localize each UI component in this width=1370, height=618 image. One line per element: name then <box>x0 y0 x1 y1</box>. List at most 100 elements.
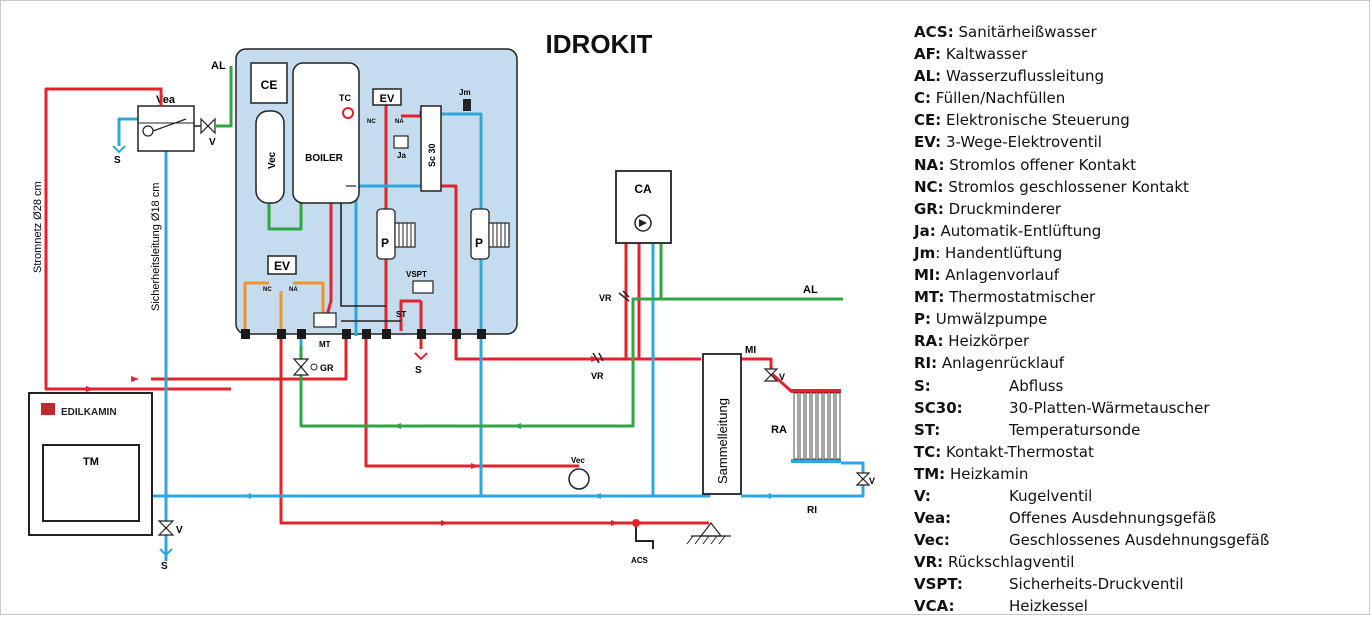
v-valve-ri <box>855 472 871 486</box>
stromnetz-label: Stromnetz Ø28 cm <box>32 181 44 273</box>
legend-code: CE: <box>914 111 942 130</box>
legend-code: TM: <box>914 464 946 483</box>
legend-item: V:Kugelventil <box>914 485 1364 507</box>
pump-left <box>376 208 416 260</box>
ce-box <box>250 62 288 104</box>
legend-item: S:Abfluss <box>914 375 1364 397</box>
legend-item: Vec:Geschlossenes Ausdehnungsgefäß <box>914 529 1364 551</box>
hot-pipe-internal-4 <box>441 184 458 336</box>
s-drain-panel: S <box>415 365 422 376</box>
mi-label: MI <box>745 345 756 356</box>
legend-description: 3-Wege-Elektroventil <box>945 133 1102 152</box>
legend-description: Automatik-Entlüftung <box>940 221 1102 240</box>
legend-code: Ja: <box>914 221 936 240</box>
legend-description: Kontakt-Thermostat <box>946 442 1094 461</box>
legend-code: MT: <box>914 288 945 307</box>
green-pipe-gr <box>299 311 635 428</box>
legend-description: Geschlossenes Ausdehnungsgefäß <box>1009 531 1270 550</box>
legend-description: 30-Platten-Wärmetauscher <box>1009 398 1210 417</box>
legend-description: Anlagenvorlauf <box>945 266 1060 285</box>
legend-code: AF: <box>914 45 942 64</box>
legend-code: NA: <box>914 155 945 174</box>
mt-mixer <box>313 312 337 328</box>
vr-valve-lower <box>592 352 604 364</box>
legend-item: EV: 3-Wege-Elektroventil <box>914 131 1364 153</box>
ev-valve-lower <box>267 255 297 275</box>
edilkamin-logo-icon <box>41 403 55 415</box>
ev-lower-label: EV <box>274 259 290 273</box>
legend-code: RA: <box>914 332 944 351</box>
sicherheitsleitung-label: Sicherheitsleitung Ø18 cm <box>150 183 162 311</box>
ev-top-label: EV <box>380 93 395 105</box>
v-valve-mi <box>763 368 779 382</box>
legend-item: NA: Stromlos offener Kontakt <box>914 154 1364 176</box>
legend-item: MT: Thermostatmischer <box>914 286 1364 308</box>
legend-description: Temperatursonde <box>1009 420 1141 439</box>
hot-pipe-stromnetz <box>44 87 151 391</box>
legend-code: Jm <box>914 243 936 262</box>
sc30-exchanger <box>420 105 442 192</box>
legend-description: Anlagenrücklauf <box>941 354 1065 373</box>
jm-vent <box>463 99 471 111</box>
gr-label: GR <box>320 363 334 373</box>
hot-pipe-main-upper <box>151 336 348 381</box>
pump-right-label: P <box>475 236 483 250</box>
v-label-vea: V <box>209 137 216 148</box>
legend-description: Heizkessel <box>1009 597 1088 616</box>
legend-code: RI: <box>914 354 938 373</box>
legend-item: RA: Heizkörper <box>914 330 1364 352</box>
legend-item: VCA:Heizkessel <box>914 595 1364 617</box>
v-valve-tm <box>157 520 175 536</box>
vec-expansion-label: Vec <box>571 456 585 465</box>
vec-expansion <box>568 468 590 490</box>
ev-top-nc: NC <box>367 119 376 125</box>
vec-label: Vec <box>267 151 278 169</box>
jm-label: Jm <box>459 88 471 97</box>
v-label-ri: V <box>869 476 875 486</box>
legend-description: Sanitärheißwasser <box>958 23 1097 41</box>
acs-label: ACS <box>631 556 649 565</box>
legend-description: Rückschlagventil <box>947 553 1075 572</box>
v-label-mi: V <box>779 372 785 382</box>
legend-item: TC: Kontakt-Thermostat <box>914 441 1364 463</box>
vspt-valve <box>412 280 434 294</box>
legend-description: Kaltwasser <box>945 45 1028 64</box>
legend-description: Heizkörper <box>948 332 1030 351</box>
hydraulic-schematic: IDROKIT <box>28 29 875 572</box>
legend-item: Vea:Offenes Ausdehnungsgefäß <box>914 507 1364 529</box>
al-label-right: AL <box>803 284 818 296</box>
legend-item: Jm: Handentlüftung <box>914 242 1364 264</box>
vea-label: Vea <box>156 94 176 106</box>
ground-support-icon <box>686 522 731 545</box>
acs-tap-icon <box>635 527 654 549</box>
green-pipe-internal <box>267 201 303 231</box>
ca-label: CA <box>634 182 652 196</box>
legend-item: AF: Kaltwasser <box>914 43 1364 65</box>
tm-window <box>42 444 140 522</box>
legend-description: Elektronische Steuerung <box>946 111 1130 130</box>
legend-code: V: <box>914 486 931 505</box>
cold-pipe-ri <box>151 491 711 498</box>
cold-pipe-ri-right <box>741 461 865 498</box>
idrokit-title: IDROKIT <box>546 29 653 59</box>
hot-pipe-mi <box>741 357 841 393</box>
tm-label: TM <box>83 456 99 468</box>
legend-description: Druckminderer <box>948 199 1062 218</box>
sammelleitung-manifold <box>702 353 742 495</box>
ja-label: Ja <box>397 151 406 160</box>
legend-description: Umwälzpumpe <box>935 310 1048 329</box>
cold-pipe-internal-1 <box>441 112 483 336</box>
ra-label: RA <box>771 424 787 436</box>
mt-label: MT <box>319 340 331 349</box>
legend-description: Füllen/Nachfüllen <box>935 89 1066 108</box>
sammelleitung-label: Sammelleitung <box>715 398 730 484</box>
legend-description: Heizkamin <box>949 464 1029 483</box>
legend-code: EV: <box>914 133 942 152</box>
legend-code: SC30: <box>914 398 963 417</box>
brand-label: EDILKAMIN <box>61 407 117 418</box>
pump-right <box>470 208 510 260</box>
legend-item: Ja: Automatik-Entlüftung <box>914 220 1364 242</box>
ra-radiator <box>791 389 841 463</box>
